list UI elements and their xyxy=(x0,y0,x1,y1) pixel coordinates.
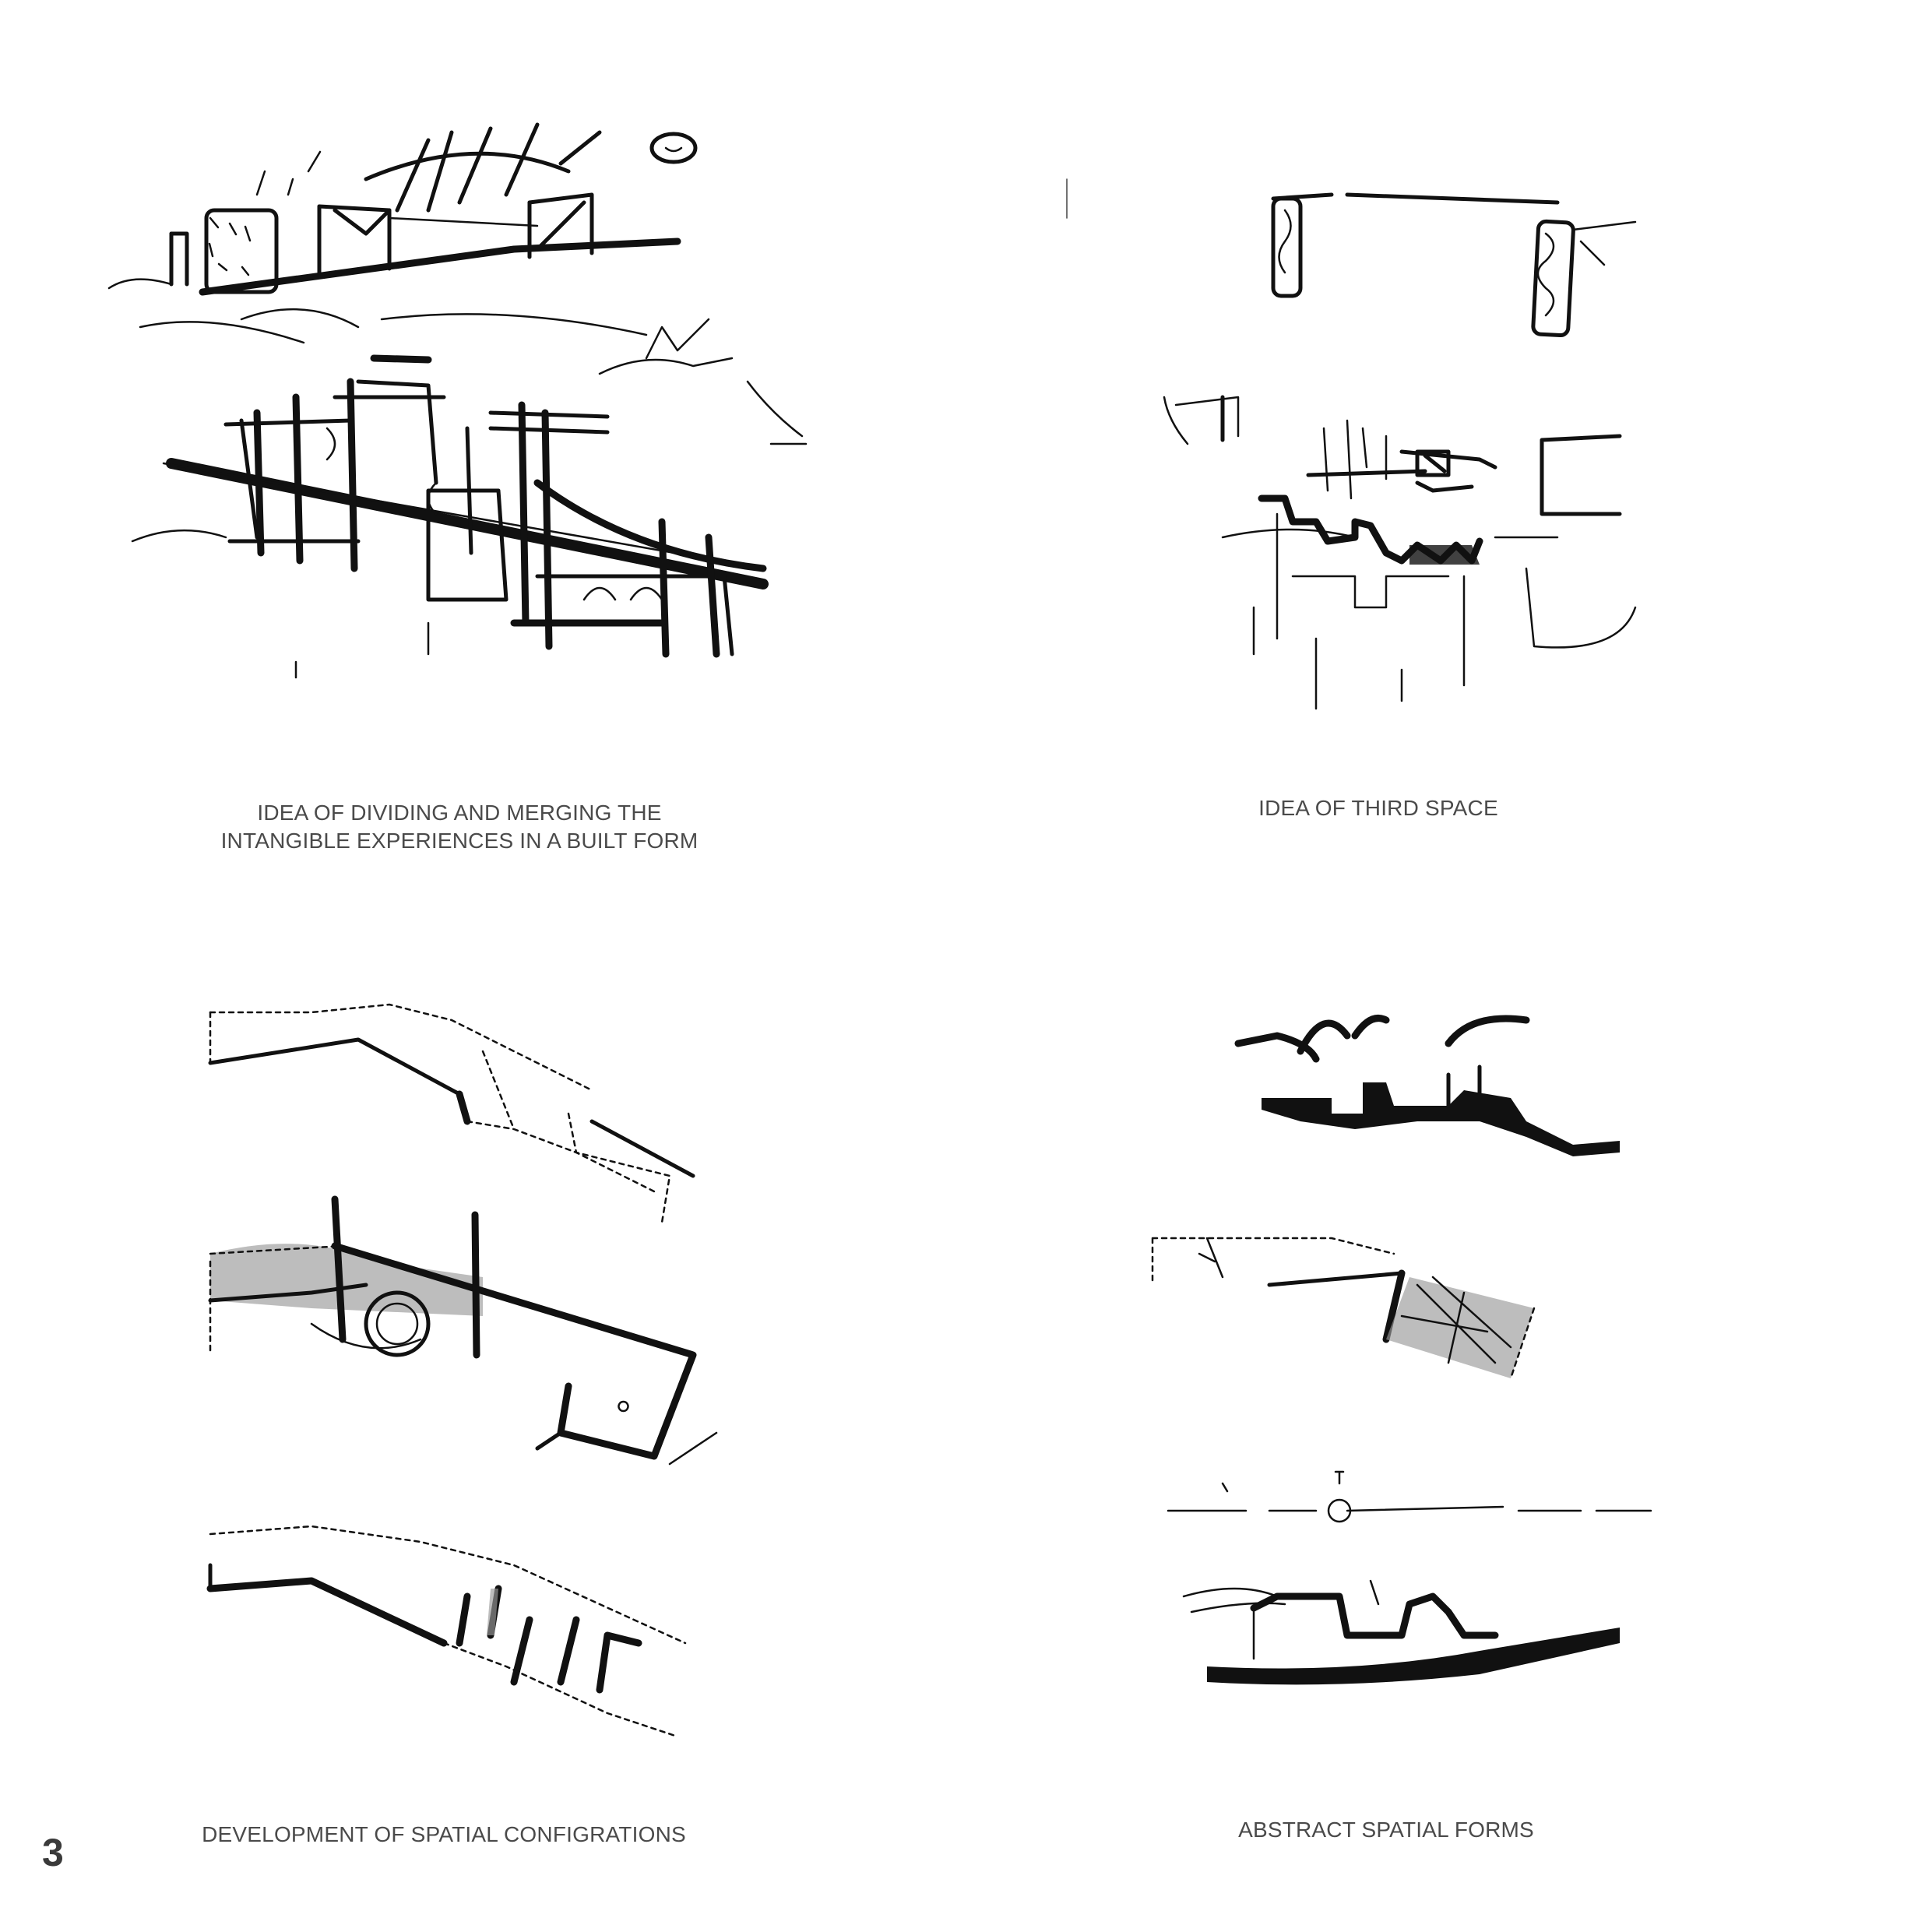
caption-third-space: IDEA OF THIRD SPACE xyxy=(1184,794,1573,822)
caption-line-2: INTANGIBLE EXPERIENCES IN A BUILT FORM xyxy=(220,829,699,853)
sketch-third-space xyxy=(1059,171,1682,716)
third-space-lower-sketch xyxy=(1163,395,1637,710)
caption-third-space-text: IDEA OF THIRD SPACE xyxy=(1258,796,1498,820)
section-sketch-upper xyxy=(107,122,698,344)
abstract-form-4 xyxy=(1182,1579,1620,1685)
configuration-sketch-2 xyxy=(208,1195,718,1466)
caption-line-1: IDEA OF DIVIDING AND MERGING THE xyxy=(257,801,662,825)
grid-plan-sketch-lower xyxy=(131,318,808,679)
caption-dividing-merging: IDEA OF DIVIDING AND MERGING THE INTANGI… xyxy=(171,799,748,855)
caption-spatial-configurations-text: DEVELOPMENT OF SPATIAL CONFIGRATIONS xyxy=(202,1822,686,1846)
sketch-dividing-merging xyxy=(101,117,833,709)
caption-spatial-configurations: DEVELOPMENT OF SPATIAL CONFIGRATIONS xyxy=(156,1821,732,1849)
sketch-abstract-forms xyxy=(1121,1005,1682,1705)
caption-abstract-forms: ABSTRACT SPATIAL FORMS xyxy=(1153,1816,1620,1844)
sketch-spatial-configurations xyxy=(187,997,748,1737)
abstract-form-2 xyxy=(1151,1237,1536,1380)
abstract-form-3-timeline xyxy=(1167,1470,1652,1523)
configuration-sketch-1 xyxy=(208,1003,695,1224)
third-space-upper-sketch xyxy=(1271,192,1637,338)
configuration-sketch-3 xyxy=(206,1525,687,1737)
abstract-form-1 xyxy=(1234,1015,1620,1156)
page-number: 3 xyxy=(42,1831,64,1874)
caption-abstract-forms-text: ABSTRACT SPATIAL FORMS xyxy=(1238,1818,1534,1842)
